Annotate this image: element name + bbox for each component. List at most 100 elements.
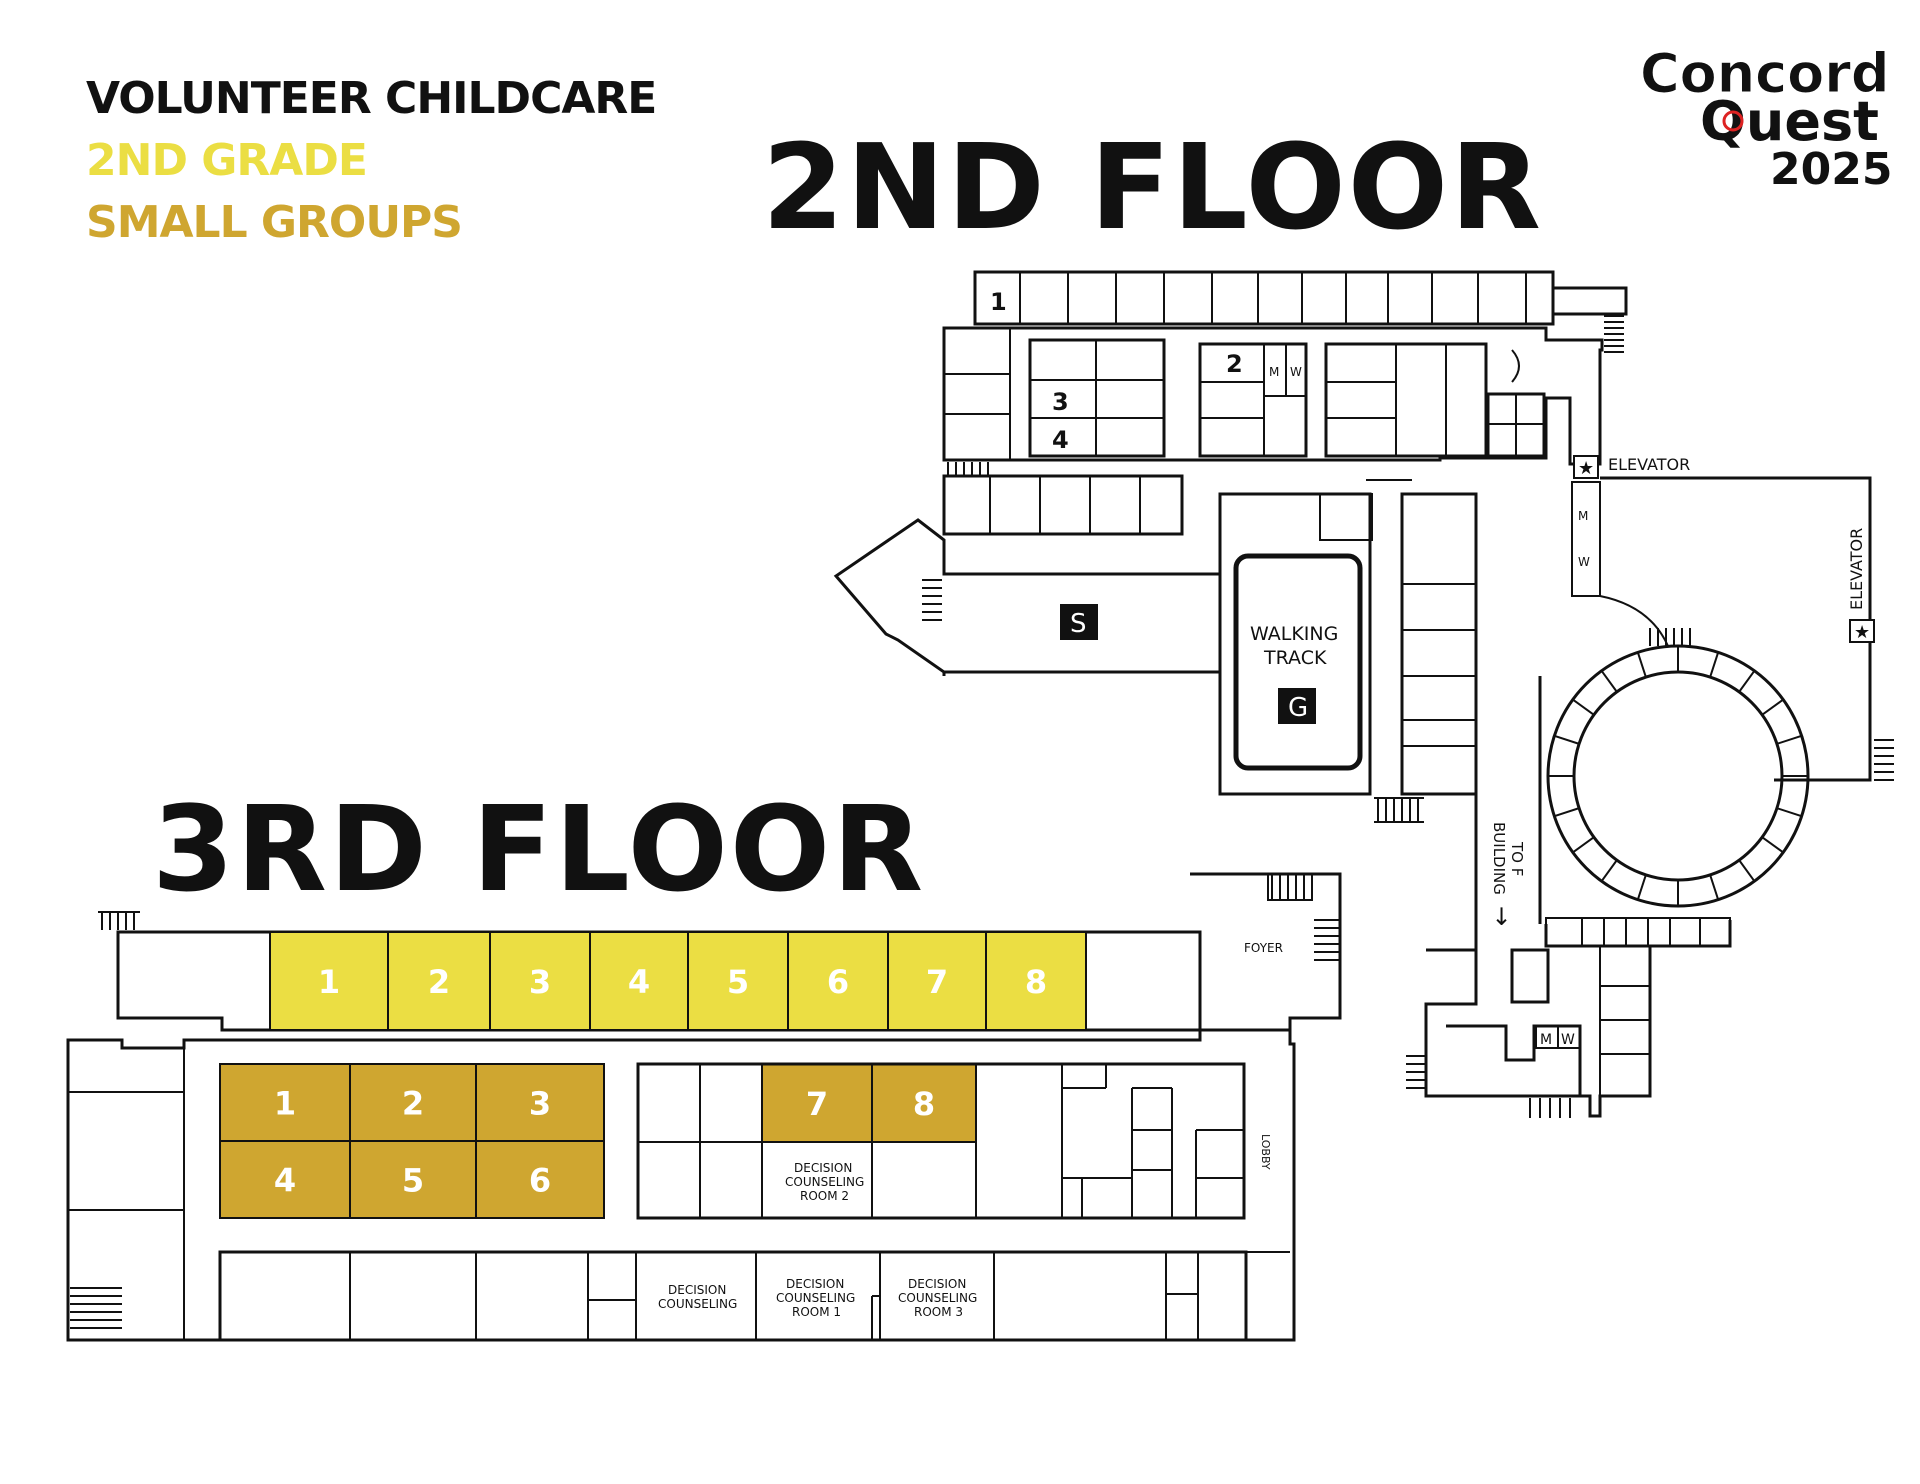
- walking-track-line2: TRACK: [1263, 647, 1327, 669]
- decision-counseling-line1: DECISION: [668, 1283, 726, 1297]
- decision-room-3-line2: COUNSELING: [898, 1291, 977, 1305]
- second-grade-room-3-fill: [489, 931, 591, 1031]
- lobby-label: LOBBY: [1259, 1134, 1272, 1170]
- ring-divider: [1761, 836, 1784, 854]
- logo-year: 2025: [1770, 144, 1892, 195]
- ring-divider: [1554, 807, 1580, 818]
- small-group-room-5: 5: [349, 1140, 477, 1219]
- ring-divider: [1636, 652, 1647, 678]
- elevator-star-icon-2: ★: [1854, 622, 1870, 643]
- ring-divider: [1636, 874, 1647, 900]
- decision-room-2-line3: ROOM 2: [800, 1189, 849, 1203]
- second-grade-room-1-label: 1: [318, 963, 340, 1001]
- second-grade-room-3: 3: [489, 931, 591, 1031]
- second-grade-room-5: 5: [687, 931, 789, 1031]
- ring-divider: [1738, 859, 1756, 882]
- small-group-room-2-label: 2: [402, 1085, 424, 1123]
- legend: VOLUNTEER CHILDCARE 2ND GRADE SMALL GROU…: [86, 68, 657, 254]
- decision-counseling-line2: COUNSELING: [658, 1297, 737, 1311]
- ring-divider: [1709, 652, 1720, 678]
- second-grade-room-6: 6: [787, 931, 889, 1031]
- second-grade-room-2-label: 2: [428, 963, 450, 1001]
- walking-track-line1: WALKING: [1250, 623, 1338, 645]
- floor2-restroom-m2: M: [1578, 509, 1588, 523]
- small-group-room-8: 8: [871, 1063, 977, 1143]
- small-group-room-6-fill: [475, 1140, 605, 1219]
- floor2-plan: 1 3 4 2 M W: [833, 270, 1894, 1118]
- ring-divider: [1776, 807, 1802, 818]
- floor2-restroom-m: M: [1269, 365, 1279, 379]
- decision-room-1-line1: DECISION: [786, 1277, 844, 1291]
- small-group-room-3: 3: [475, 1063, 605, 1142]
- second-grade-room-7-label: 7: [926, 963, 948, 1001]
- small-group-room-5-fill: [349, 1140, 477, 1219]
- decision-room-1-line2: COUNSELING: [776, 1291, 855, 1305]
- second-grade-room-5-fill: [687, 931, 789, 1031]
- ring-divider: [1738, 670, 1756, 693]
- small-group-room-6-label: 6: [529, 1162, 551, 1200]
- logo-line2: Quest: [1700, 90, 1879, 153]
- ring-divider: [1600, 859, 1618, 882]
- to-f-building-line1: TO F: [1508, 841, 1526, 876]
- decision-room-3-line1: DECISION: [908, 1277, 966, 1291]
- ring-divider: [1776, 734, 1802, 745]
- second-grade-room-4-fill: [589, 931, 689, 1031]
- legend-volunteer-childcare: VOLUNTEER CHILDCARE: [86, 73, 657, 124]
- to-f-building-arrow: →: [1488, 906, 1516, 926]
- small-group-room-3-label: 3: [529, 1085, 551, 1123]
- second-grade-room-8-fill: [985, 931, 1087, 1031]
- decision-room-3-line3: ROOM 3: [914, 1305, 963, 1319]
- decision-room-2-line2: COUNSELING: [785, 1175, 864, 1189]
- elevator-label-1: ELEVATOR: [1608, 455, 1690, 474]
- small-group-room-7: 7: [761, 1063, 873, 1143]
- floor2-room-3-label: 3: [1052, 388, 1069, 416]
- g-marker-label: G: [1288, 693, 1308, 723]
- elevator-label-2: ELEVATOR: [1847, 528, 1866, 610]
- floor3-title: 3RD FLOOR: [152, 780, 926, 918]
- floor2-restroom-w3: W: [1561, 1032, 1575, 1048]
- concord-quest-logo: Concord Quest 2025: [1640, 42, 1893, 196]
- second-grade-room-5-label: 5: [727, 963, 749, 1001]
- small-group-room-4: 4: [219, 1140, 351, 1219]
- small-group-room-1-fill: [219, 1063, 351, 1142]
- second-grade-room-4: 4: [589, 931, 689, 1031]
- small-group-room-2-fill: [349, 1063, 477, 1142]
- floor2-room-1-label: 1: [990, 288, 1007, 316]
- second-grade-room-8-label: 8: [1025, 963, 1047, 1001]
- floor2-restroom-m3: M: [1540, 1032, 1552, 1048]
- legend-second-grade: 2ND GRADE: [86, 135, 368, 186]
- ring-divider: [1572, 698, 1595, 716]
- small-group-room-3-fill: [475, 1063, 605, 1142]
- small-group-room-4-label: 4: [274, 1162, 296, 1200]
- second-grade-room-1: 1: [269, 931, 389, 1031]
- compass-icon: [1722, 110, 1744, 132]
- floor2-room-4-label: 4: [1052, 426, 1069, 454]
- ring-divider: [1761, 698, 1784, 716]
- second-grade-room-2-fill: [387, 931, 491, 1031]
- second-grade-room-1-fill: [269, 931, 389, 1031]
- small-group-room-8-fill: [871, 1063, 977, 1143]
- floor2-restroom-w: W: [1290, 365, 1302, 379]
- s-marker-label: S: [1070, 609, 1087, 639]
- to-f-building-line2: BUILDING: [1490, 822, 1508, 895]
- second-grade-room-7: 7: [887, 931, 987, 1031]
- second-grade-room-3-label: 3: [529, 963, 551, 1001]
- small-group-room-6: 6: [475, 1140, 605, 1219]
- small-group-room-2: 2: [349, 1063, 477, 1142]
- decision-room-2-line1: DECISION: [794, 1161, 852, 1175]
- second-grade-room-8: 8: [985, 931, 1087, 1031]
- g-marker: [1278, 688, 1316, 724]
- small-group-room-4-fill: [219, 1140, 351, 1219]
- floor2-restroom-w2: W: [1578, 555, 1590, 569]
- floor2-title: 2ND FLOOR: [762, 118, 1543, 256]
- legend-small-groups: SMALL GROUPS: [86, 197, 463, 248]
- second-grade-room-6-label: 6: [827, 963, 849, 1001]
- decision-room-1-line3: ROOM 1: [792, 1305, 841, 1319]
- s-marker: [1060, 604, 1098, 640]
- ring-divider: [1709, 874, 1720, 900]
- ring-divider: [1600, 670, 1618, 693]
- small-group-room-7-label: 7: [806, 1085, 828, 1123]
- foyer-label: FOYER: [1244, 941, 1283, 955]
